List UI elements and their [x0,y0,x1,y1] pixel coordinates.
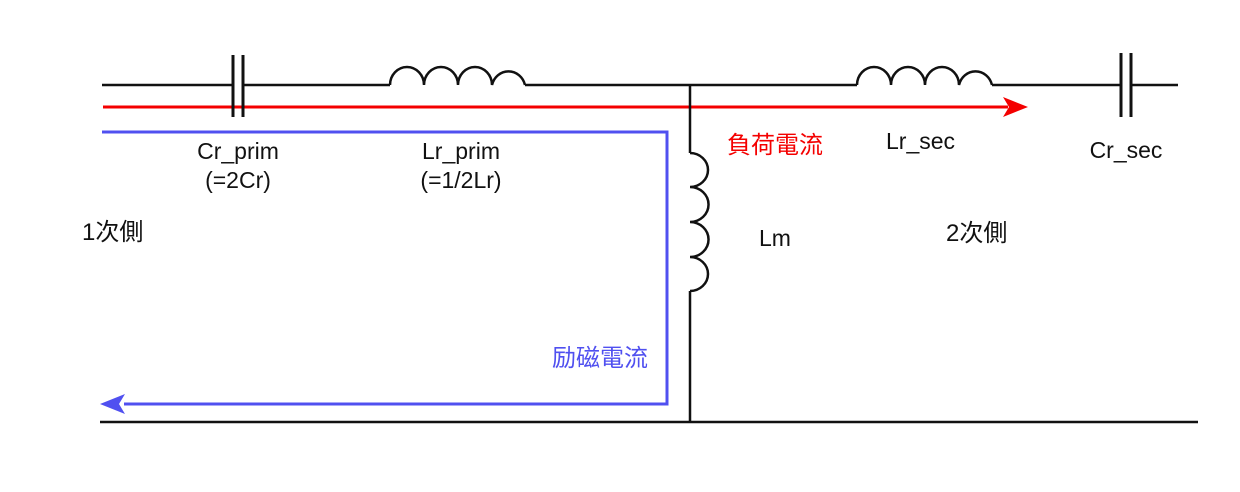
magnetizing-current-path [102,130,669,406]
capacitor-cr-sec-icon [1119,53,1133,117]
primary-side-label: 1次側 [82,219,144,246]
capacitor-cr-prim-icon [231,55,245,117]
magnetizing-current-arrowhead-icon [100,394,125,414]
lm-label: Lm [759,225,791,251]
lr-prim-label: Lr_prim (=1/2Lr) [420,137,501,195]
lr-sec-label: Lr_sec [886,128,956,154]
magnetizing-current-label: 励磁電流 [552,345,648,372]
circuit-wiring [100,53,1198,424]
cr-prim-value: (=2Cr) [205,167,271,193]
lr-prim-value: (=1/2Lr) [420,167,502,193]
inductor-lm-icon [689,151,710,293]
inductor-lr-prim-icon [388,65,527,86]
magnetizing-current-loop [100,130,669,414]
load-current-label: 負荷電流 [727,132,823,159]
inductor-lr-sec-icon [855,65,994,86]
load-current-arrow [103,97,1028,117]
lr-prim-name: Lr_prim [422,138,500,164]
cr-prim-label: Cr_prim (=2Cr) [197,137,279,195]
secondary-side-label: 2次側 [946,220,1008,247]
cr-sec-label: Cr_sec [1089,137,1163,163]
load-current-arrowhead-icon [1003,97,1028,117]
cr-prim-name: Cr_prim [197,138,279,164]
